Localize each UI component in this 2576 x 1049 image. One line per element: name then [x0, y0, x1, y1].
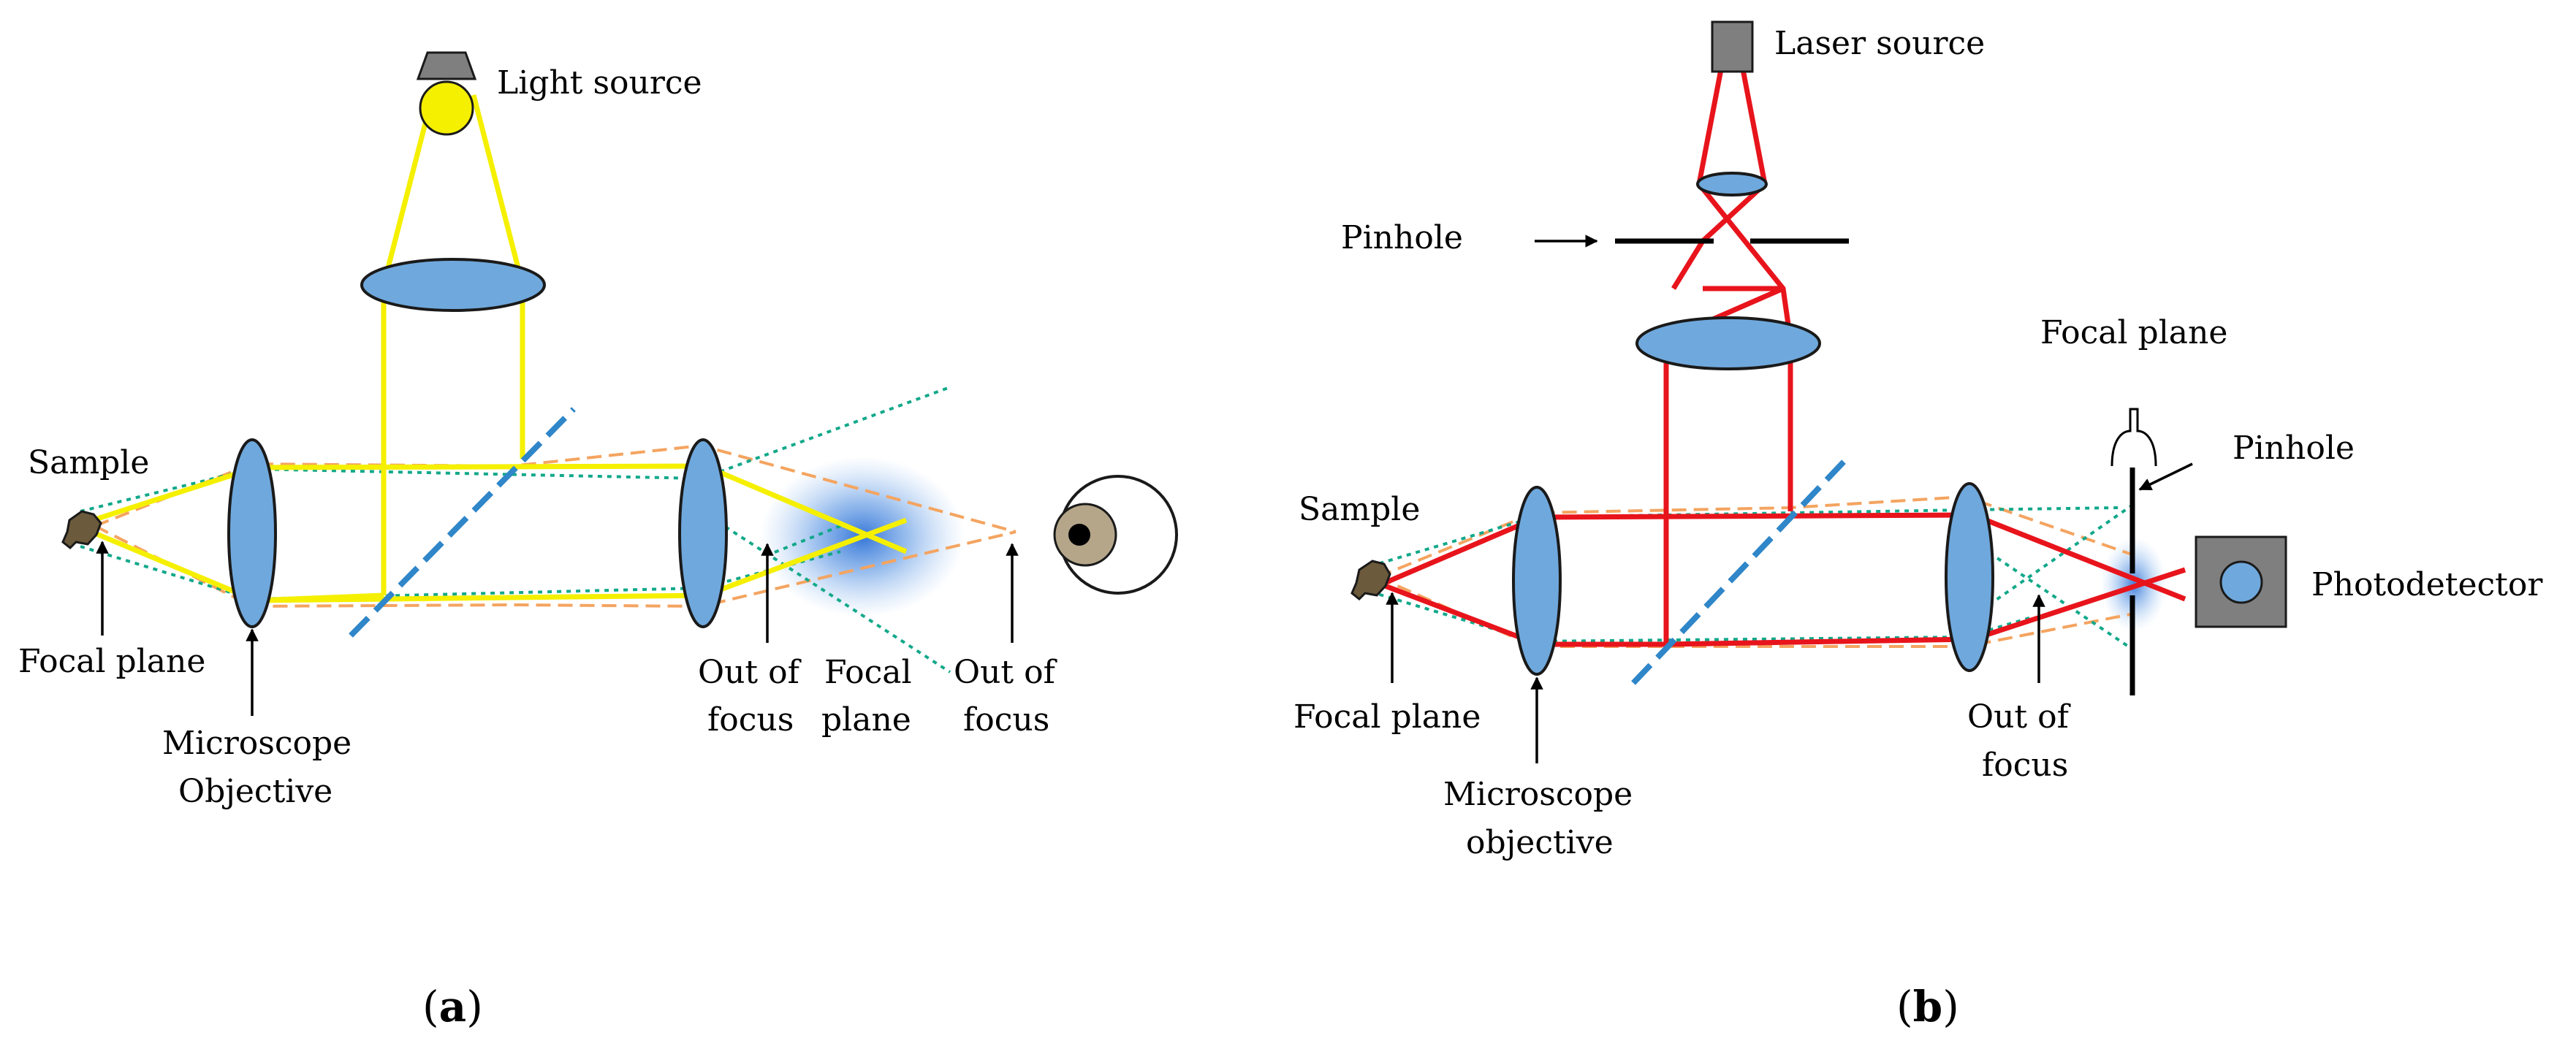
- focal-plane-brace: [2110, 408, 2157, 467]
- label-out-of-focus-2-line1: Out of: [954, 654, 1057, 691]
- tube-lens-b: [1945, 482, 1994, 672]
- objective-lens-a: [227, 438, 277, 628]
- label-laser-source: Laser source: [1774, 25, 1985, 62]
- panel-a: Light source Sample Focal plane Microsco…: [18, 51, 1178, 1031]
- beam-splitter-a: [349, 407, 576, 638]
- caption-b: (b): [1896, 982, 1959, 1031]
- label-pinhole-right: Pinhole: [2233, 430, 2355, 467]
- beam-splitter-b: [1631, 458, 1847, 685]
- sample-icon-b: [1350, 560, 1391, 601]
- eye-icon: [1053, 475, 1178, 595]
- arrows-a: [96, 541, 1019, 716]
- label-pinhole-top: Pinhole: [1341, 219, 1463, 256]
- label-sample-a: Sample: [28, 444, 149, 481]
- label-photodetector: Photodetector: [2311, 566, 2543, 603]
- objective-lens-b: [1512, 486, 1562, 676]
- label-focal-plane-a: Focal plane: [18, 643, 205, 680]
- label-objective-line1-a: Microscope: [162, 725, 352, 762]
- label-focal-plane-b: Focal plane: [1293, 698, 1481, 736]
- caption-a: (a): [422, 982, 483, 1031]
- label-objective-line2-a: Objective: [178, 773, 333, 810]
- green-dotted-rays-a: [80, 386, 951, 674]
- small-lens-b: [1696, 172, 1768, 197]
- label-objective-line1-b: Microscope: [1443, 776, 1633, 813]
- label-out-of-focus-b-line1: Out of: [1967, 698, 2071, 736]
- label-focal-plane-mid-line1: Focal: [824, 654, 912, 691]
- sample-icon: [61, 510, 102, 550]
- tube-lens-a: [678, 438, 728, 628]
- label-objective-line2-b: objective: [1466, 824, 1614, 861]
- label-focal-plane-right: Focal plane: [2040, 314, 2227, 351]
- label-light-source: Light source: [497, 64, 702, 102]
- collimator-lens-b: [1635, 316, 1821, 370]
- lamp-icon: [416, 51, 477, 136]
- photodetector-icon: [2195, 535, 2287, 628]
- condenser-lens-a: [360, 258, 546, 312]
- label-out-of-focus-2-line2: focus: [963, 701, 1049, 739]
- arrows-b: [1386, 234, 2193, 763]
- label-out-of-focus-1-line1: Out of: [698, 654, 802, 691]
- laser-icon: [1711, 20, 1754, 73]
- green-dotted-rays-b: [1369, 503, 2135, 652]
- label-out-of-focus-1-line2: focus: [707, 701, 794, 739]
- label-out-of-focus-b-line2: focus: [1982, 747, 2068, 784]
- label-focal-plane-mid-line2: plane: [821, 701, 911, 739]
- panel-b: Laser source Pinhole Sample Focal plane …: [1293, 20, 2543, 1031]
- label-sample-b: Sample: [1299, 491, 1420, 528]
